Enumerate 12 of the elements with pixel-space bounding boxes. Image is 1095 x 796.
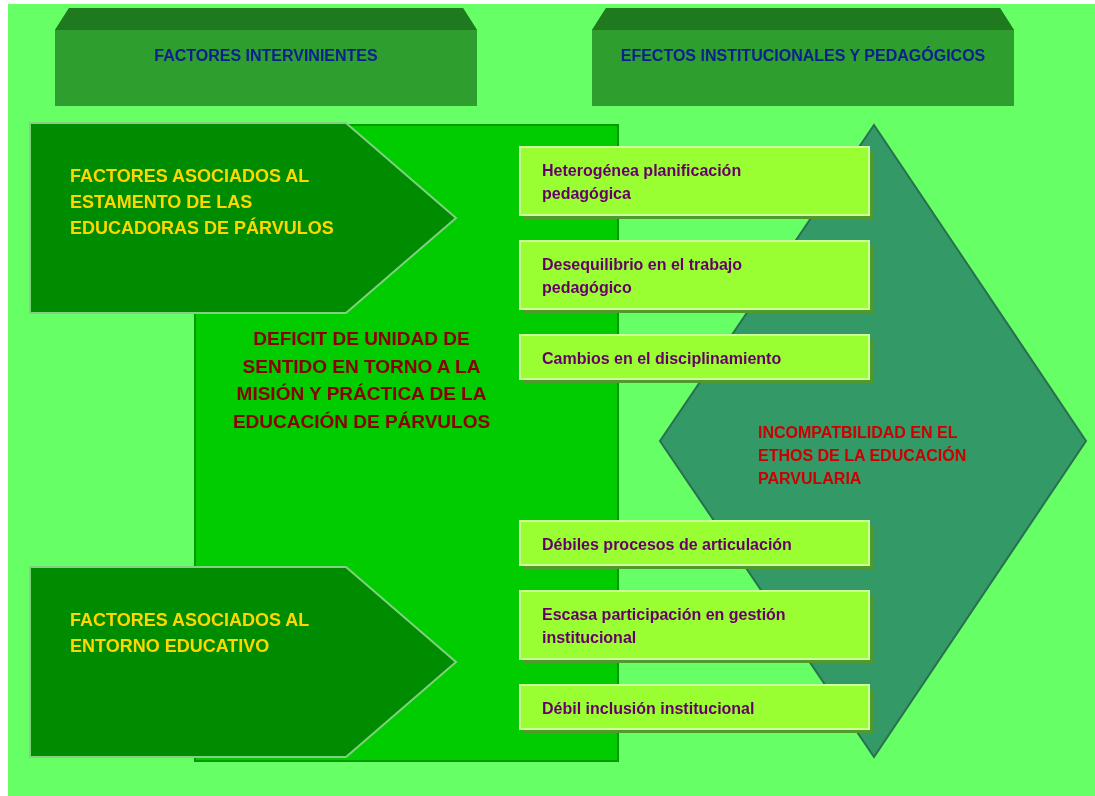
effect-label: Desequilibrio en el trabajo pedagógico <box>542 255 744 299</box>
arrow-label: FACTORES ASOCIADOS AL ENTORNO EDUCATIVO <box>70 609 311 659</box>
arrow-label: FACTORES ASOCIADOS AL ESTAMENTO DE LAS EDUCADORAS DE PÁRVULOS <box>70 165 335 241</box>
effect-label: Cambios en el disciplinamiento <box>542 349 783 369</box>
panel-title: DEFICIT DE UNIDAD DE SENTIDO EN TORNO A LA MISIÓN Y PRÁCTICA DE LA EDUCACIÓN DE PÁRVULOS <box>231 327 492 434</box>
effect-label: Heterogénea planificación pedagógica <box>542 161 743 205</box>
header-title: FACTORES INTERVINIENTES <box>153 46 379 66</box>
effect-label: Débil inclusión institucional <box>542 699 756 719</box>
effect-label: Débiles procesos de articulación <box>542 535 793 555</box>
chevron-label: INCOMPATBILIDAD EN EL ETHOS DE LA EDUCACIÓN PARVULARIA <box>758 423 968 490</box>
header-title: EFECTOS INSTITUCIONALES Y PEDAGÓGICOS <box>619 45 987 66</box>
effect-label: Escasa participación en gestión institucional <box>542 605 787 649</box>
